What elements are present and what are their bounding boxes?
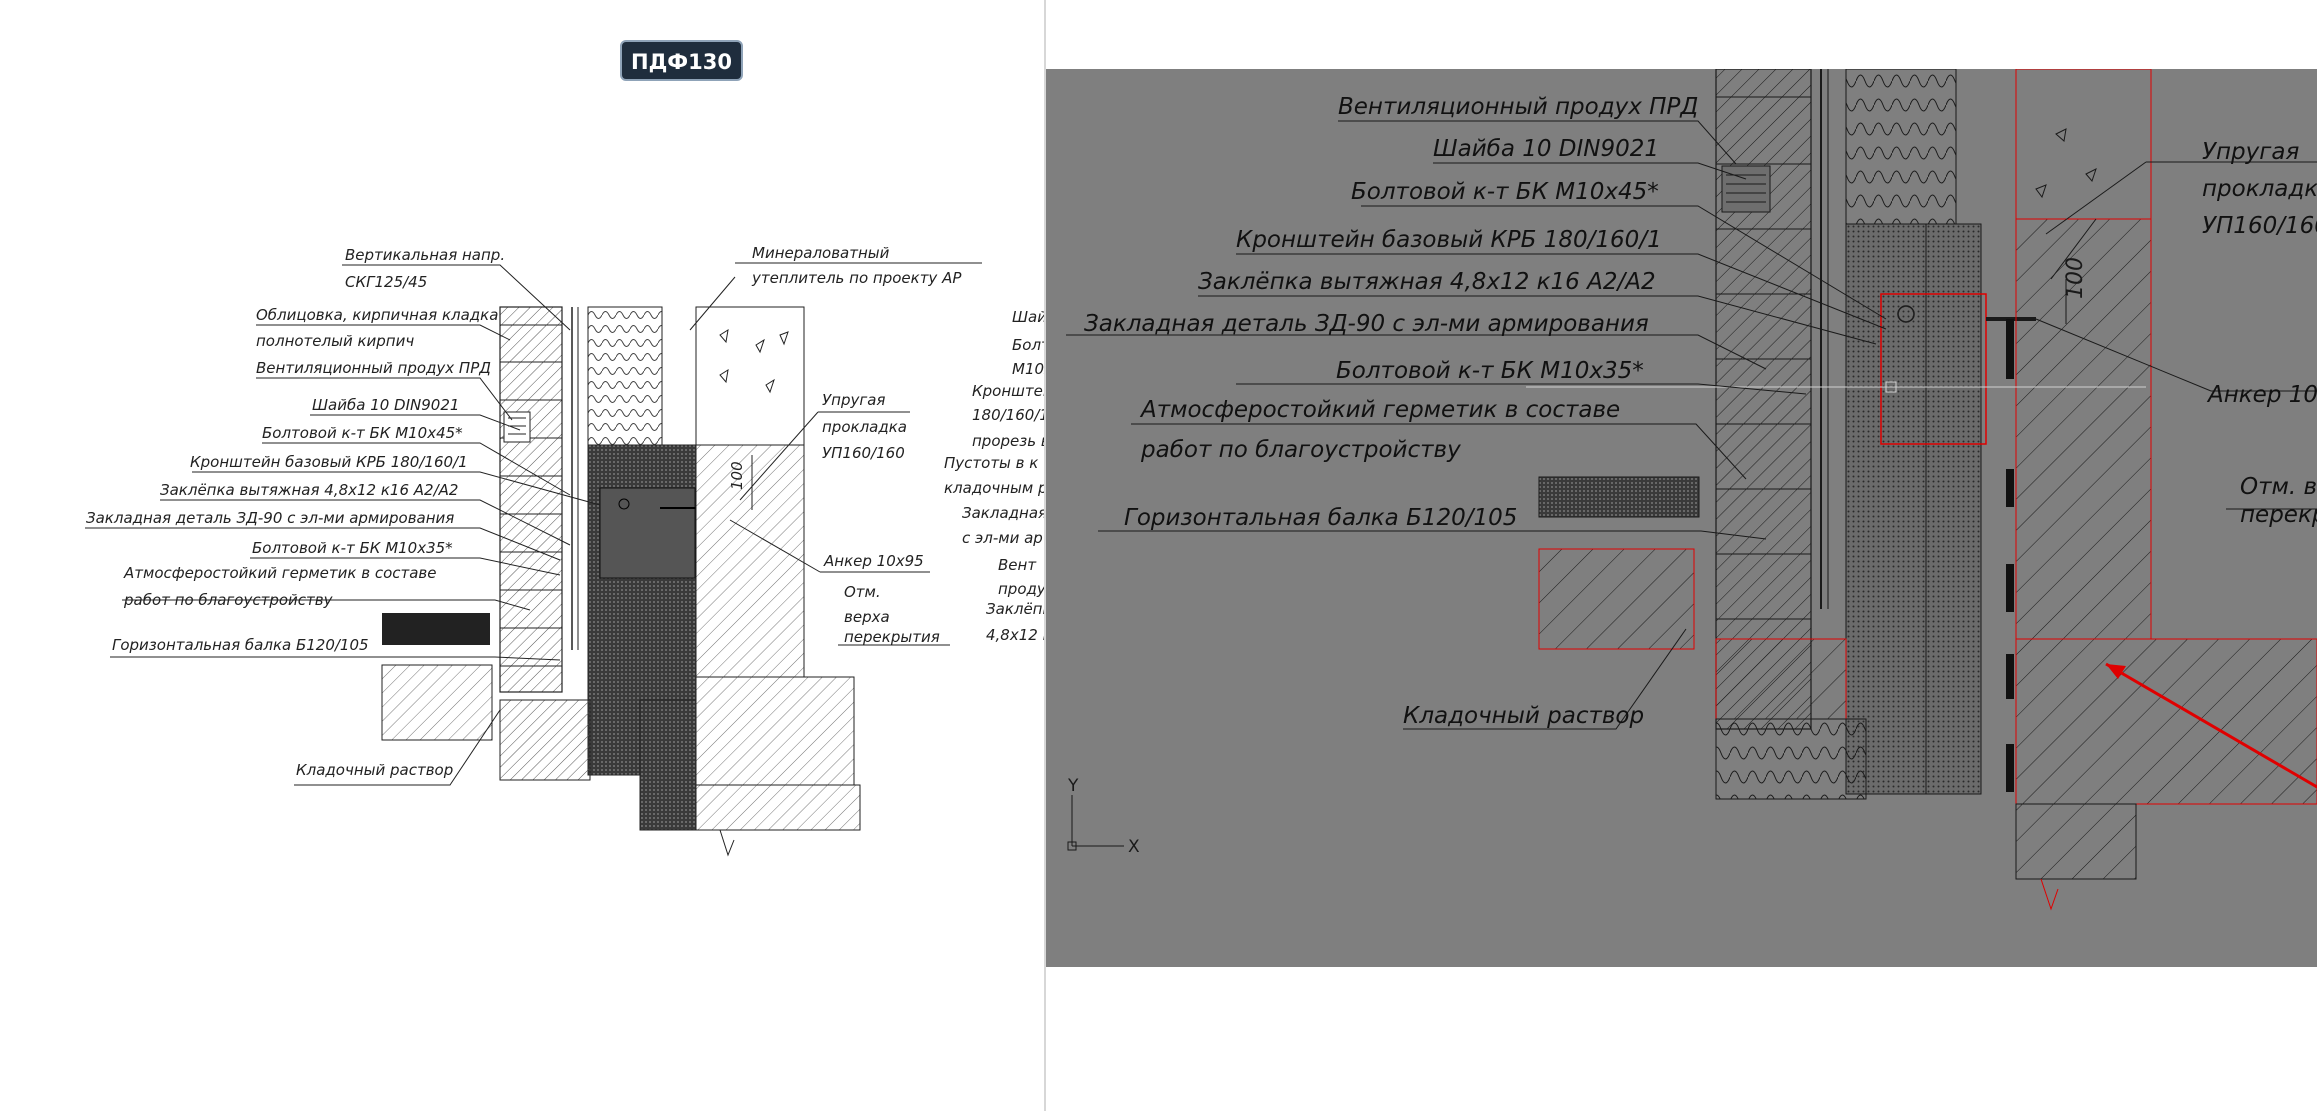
- ucs-icon: [1067, 795, 1124, 851]
- cad-label-beam: Горизонтальная балка Б120/105: [1124, 505, 1517, 531]
- pdf-label-embed: Закладная деталь ЗД-90 с эл-ми армирован…: [86, 509, 454, 527]
- pdf-label-r11: Вент: [998, 556, 1037, 574]
- pdf-label-r3: М10х: [1012, 360, 1044, 378]
- pdf-label-r14: 4,8х12 к: [986, 626, 1044, 644]
- pdf-label-r7: Пустоты в к: [944, 454, 1038, 472]
- pdf-label-rivet: Заклёпка вытяжная 4,8х12 к16 А2/А2: [160, 481, 458, 499]
- cad-label-level-1: Отм. в: [2240, 474, 2317, 500]
- cad-label-mortar: Кладочный раствор: [1403, 703, 1644, 729]
- pdf-label-bracket: Кронштейн базовый КРБ 180/160/1: [190, 453, 468, 471]
- pdf-label-facing-2: полнотелый кирпич: [256, 332, 414, 350]
- pdf-dim-label: 100: [728, 461, 746, 490]
- pdf-label-gasket-1: Упругая: [822, 391, 885, 409]
- cad-label-gasket-2: прокладка: [2202, 176, 2317, 202]
- pdf-label-r13: Заклёпк: [986, 600, 1044, 618]
- pdf-label-r8: кладочным ра: [944, 479, 1044, 497]
- pdf-label-sealant-1: Атмосферостойкий герметик в составе: [123, 564, 437, 582]
- pdf-label-r9: Закладная: [962, 504, 1044, 522]
- pdf-label-level-3: перекрытия: [844, 628, 940, 646]
- cad-label-bolt45: Болтовой к-т БК М10х45*: [1351, 179, 1659, 205]
- cad-label-anchor: Анкер 10х: [2206, 382, 2317, 408]
- pdf-label-mortar: Кладочный раствор: [296, 761, 453, 779]
- cad-label-bracket: Кронштейн базовый КРБ 180/160/1: [1236, 227, 1662, 253]
- cad-label-gasket-1: Упругая: [2202, 139, 2299, 165]
- pdf-label-r6: прорезь в: [972, 432, 1044, 450]
- pdf-label-beam: Горизонтальная балка Б120/105: [112, 636, 369, 654]
- pdf-label-r1: Шай: [1012, 308, 1044, 326]
- brick-wall: [499, 306, 563, 693]
- pdf-label-vert-guide-2: СКГ125/45: [345, 273, 427, 291]
- cad-label-sealant-2: работ по благоустройству: [1140, 437, 1461, 463]
- cad-label-level-2: перекр: [2240, 502, 2317, 528]
- pdf-label-r10: с эл-ми ар: [962, 529, 1043, 547]
- cad-label-embed: Закладная деталь ЗД-90 с эл-ми армирован…: [1084, 311, 1649, 337]
- pdf-page: ПДФ130: [0, 0, 1044, 1111]
- pdf-label-anchor: Анкер 10х95: [823, 552, 924, 570]
- pdf-label-gasket-2: прокладка: [822, 418, 907, 436]
- concrete-wall: [695, 306, 805, 678]
- cad-drawing[interactable]: 100: [1046, 69, 2317, 967]
- ucs-x-label: X: [1128, 837, 1140, 857]
- pdf-label-wool-2: утеплитель по проекту АР: [751, 269, 962, 287]
- ucs-y-label: Y: [1067, 776, 1079, 796]
- pdf-label-level-1: Отм.: [844, 583, 881, 601]
- pdf-label-r4: Кронштейн: [972, 382, 1044, 400]
- document-badge[interactable]: ПДФ130: [620, 40, 743, 81]
- pdf-label-r2: Болт: [1012, 336, 1044, 354]
- pdf-label-wool-1: Минераловатный: [752, 244, 890, 262]
- cad-label-rivet: Заклёпка вытяжная 4,8х12 к16 А2/А2: [1198, 269, 1656, 295]
- pdf-label-r5: 180/160/1: [972, 406, 1044, 424]
- cad-label-sealant-1: Атмосферостойкий герметик в составе: [1139, 397, 1620, 423]
- pdf-label-washer: Шайба 10 DIN9021: [312, 396, 459, 414]
- cad-label-bolt35: Болтовой к-т БК М10х35*: [1336, 358, 1644, 384]
- cad-brick-wall[interactable]: [1715, 69, 1812, 730]
- pdf-label-bolt35: Болтовой к-т БК М10х35*: [252, 539, 453, 557]
- pdf-label-facing-1: Облицовка, кирпичная кладка: [256, 306, 498, 324]
- cad-label-gasket-3: УП160/160: [2202, 213, 2317, 239]
- pdf-label-level-2: верха: [844, 608, 890, 626]
- pdf-label-bolt45: Болтовой к-т БК М10х45*: [262, 424, 463, 442]
- cad-dim-label: 100: [2063, 257, 2088, 299]
- pdf-drawing: 100 Вертикальная напр. СКГ12: [85, 244, 1044, 857]
- pdf-label-r12: проду: [998, 580, 1044, 598]
- cad-viewer[interactable]: 100: [1044, 0, 2317, 1111]
- pdf-label-vert-guide-1: Вертикальная напр.: [345, 246, 505, 264]
- cad-canvas[interactable]: 100: [1046, 69, 2317, 967]
- cad-label-vent: Вентиляционный продух ПРД: [1338, 94, 1698, 120]
- pdf-label-sealant-2: работ по благоустройству: [123, 591, 334, 609]
- pdf-label-vent: Вентиляционный продух ПРД: [256, 359, 491, 377]
- cad-label-washer: Шайба 10 DIN9021: [1433, 136, 1659, 162]
- cad-concrete-wall[interactable]: [2015, 69, 2152, 640]
- pdf-label-gasket-3: УП160/160: [822, 444, 905, 462]
